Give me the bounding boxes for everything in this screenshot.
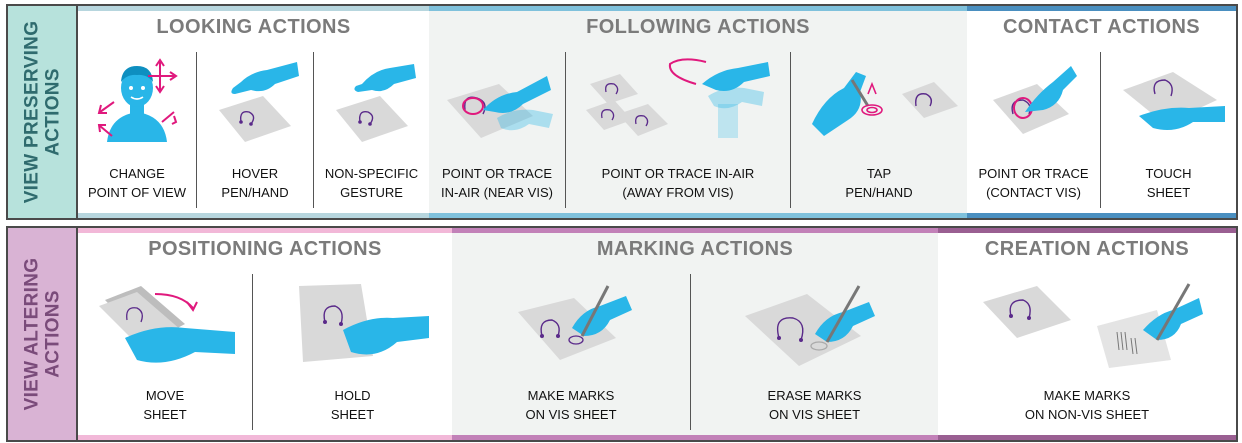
view-preserving-block: VIEW PRESERVING ACTIONS LOOKING ACTIONS <box>6 4 1238 220</box>
section-top-bar <box>78 6 429 11</box>
move-sheet-icon <box>78 276 252 372</box>
action-label-line1: POINT OR TRACE <box>429 164 565 183</box>
section-bottom-bar <box>967 213 1236 218</box>
nonvis-marks-icon <box>938 276 1236 372</box>
section-title: CREATION ACTIONS <box>938 238 1236 261</box>
section-top-bar <box>967 6 1236 11</box>
action-make-marks-non-vis: MAKE MARKS ON NON-VIS SHEET <box>938 272 1236 432</box>
hold-sheet-icon <box>253 276 452 372</box>
trace-away-icon <box>566 54 790 150</box>
section-bottom-bar <box>938 435 1236 440</box>
action-label-line1: NON-SPECIFIC <box>314 164 429 183</box>
view-altering-side-label: VIEW ALTERING ACTIONS <box>8 228 78 440</box>
section-creation-actions: CREATION ACTIONS MAKE <box>938 228 1236 440</box>
action-label-line1: MAKE MARKS <box>452 386 690 405</box>
section-top-bar <box>938 228 1236 233</box>
action-make-marks-vis: MAKE MARKS ON VIS SHEET <box>452 272 690 432</box>
action-trace-contact-vis: POINT OR TRACE (CONTACT VIS) <box>967 50 1100 210</box>
section-title: CONTACT ACTIONS <box>967 16 1236 39</box>
side-label-line2: ACTIONS <box>42 258 63 411</box>
action-label-line2: SHEET <box>78 405 252 424</box>
section-title: MARKING ACTIONS <box>452 238 938 261</box>
action-label-line1: CHANGE <box>78 164 196 183</box>
action-label-line2: SHEET <box>253 405 452 424</box>
section-bottom-bar <box>78 213 429 218</box>
action-label-line2: POINT OF VIEW <box>78 183 196 202</box>
action-label-line2: IN-AIR (NEAR VIS) <box>429 183 565 202</box>
trace-contact-icon <box>967 54 1100 150</box>
section-top-bar <box>452 228 938 233</box>
section-positioning-actions: POSITIONING ACTIONS MOVE SHEET <box>78 228 452 440</box>
erase-marks-icon <box>691 276 938 372</box>
action-label-line2: (AWAY FROM VIS) <box>566 183 790 202</box>
view-preserving-side-label: VIEW PRESERVING ACTIONS <box>8 6 78 218</box>
action-label-line1: HOLD <box>253 386 452 405</box>
section-bottom-bar <box>429 213 967 218</box>
action-label-line2: SHEET <box>1101 183 1236 202</box>
action-label-line1: MAKE MARKS <box>938 386 1236 405</box>
gesture-hand-icon <box>314 54 429 150</box>
action-non-specific-gesture: NON-SPECIFIC GESTURE <box>314 50 429 210</box>
section-top-bar <box>78 228 452 233</box>
action-label-line2: ON VIS SHEET <box>691 405 938 424</box>
side-label-line2: ACTIONS <box>42 21 63 204</box>
side-label-line1: VIEW ALTERING <box>21 258 42 411</box>
head-arrows-icon <box>78 54 196 150</box>
tap-pen-icon <box>791 54 967 150</box>
action-label-line1: TOUCH <box>1101 164 1236 183</box>
hover-hand-icon <box>197 54 313 150</box>
action-trace-away-from-vis: POINT OR TRACE IN-AIR (AWAY FROM VIS) <box>566 50 790 210</box>
view-altering-block: VIEW ALTERING ACTIONS POSITIONING ACTION… <box>6 226 1238 442</box>
side-label-line1: VIEW PRESERVING <box>21 21 42 204</box>
action-label-line1: ERASE MARKS <box>691 386 938 405</box>
section-title: LOOKING ACTIONS <box>78 16 429 39</box>
action-label-line1: POINT OR TRACE <box>967 164 1100 183</box>
action-touch-sheet: TOUCH SHEET <box>1101 50 1236 210</box>
section-bottom-bar <box>452 435 938 440</box>
action-erase-marks-vis: ERASE MARKS ON VIS SHEET <box>691 272 938 432</box>
make-marks-icon <box>452 276 690 372</box>
action-label-line1: TAP <box>791 164 967 183</box>
section-title: FOLLOWING ACTIONS <box>429 16 967 39</box>
action-hover-pen-hand: HOVER PEN/HAND <box>197 50 313 210</box>
trace-near-icon <box>429 54 565 150</box>
action-label-line1: POINT OR TRACE IN-AIR <box>566 164 790 183</box>
action-label-line2: PEN/HAND <box>197 183 313 202</box>
action-hold-sheet: HOLD SHEET <box>253 272 452 432</box>
action-label-line2: GESTURE <box>314 183 429 202</box>
section-bottom-bar <box>78 435 452 440</box>
section-marking-actions: MARKING ACTIONS MAKE MARKS ON VIS SHEET <box>452 228 938 440</box>
touch-sheet-icon <box>1101 54 1236 150</box>
section-looking-actions: LOOKING ACTIONS <box>78 6 429 218</box>
action-label-line2: ON VIS SHEET <box>452 405 690 424</box>
action-label-line1: HOVER <box>197 164 313 183</box>
section-title: POSITIONING ACTIONS <box>78 238 452 261</box>
action-change-point-of-view: CHANGE POINT OF VIEW <box>78 50 196 210</box>
action-move-sheet: MOVE SHEET <box>78 272 252 432</box>
action-label-line1: MOVE <box>78 386 252 405</box>
section-contact-actions: CONTACT ACTIONS POINT OR TRACE (CONTACT … <box>967 6 1236 218</box>
action-label-line2: (CONTACT VIS) <box>967 183 1100 202</box>
action-trace-near-vis: POINT OR TRACE IN-AIR (NEAR VIS) <box>429 50 565 210</box>
section-following-actions: FOLLOWING ACTIONS POINT OR TRACE IN-AIR … <box>429 6 967 218</box>
action-tap-pen-hand: TAP PEN/HAND <box>791 50 967 210</box>
section-top-bar <box>429 6 967 11</box>
action-label-line2: ON NON-VIS SHEET <box>938 405 1236 424</box>
action-label-line2: PEN/HAND <box>791 183 967 202</box>
